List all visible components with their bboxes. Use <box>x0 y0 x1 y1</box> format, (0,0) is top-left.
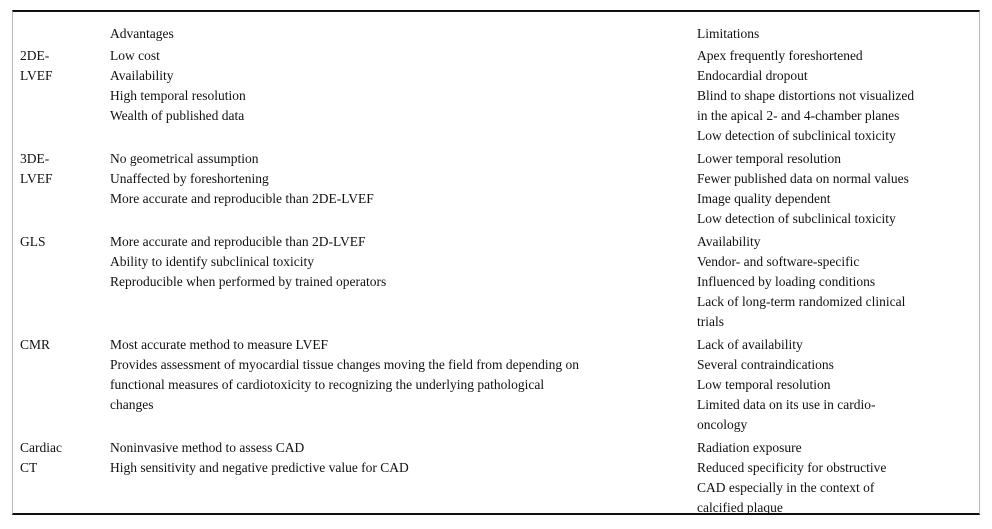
modality-label: Cardiac CT <box>20 440 62 475</box>
limitation-item: Limited data on its use in cardio- oncol… <box>697 397 876 432</box>
header-limitations: Limitations <box>697 26 760 41</box>
modality-label: 2DE- LVEF <box>20 48 53 83</box>
advantage-item: Low cost <box>110 48 160 63</box>
advantage-item: Noninvasive method to assess CAD <box>110 440 305 455</box>
advantage-item: High sensitivity and negative predictive… <box>110 460 409 475</box>
advantages-cell: Most accurate method to measure LVEF Prov… <box>110 335 697 415</box>
advantage-item: Provides assessment of myocardial tissue… <box>110 357 580 412</box>
modality-label: CMR <box>20 337 51 352</box>
limitation-item: Vendor- and software-specific <box>697 254 860 269</box>
limitation-item: Lack of availability <box>697 337 803 352</box>
advantages-cell: Noninvasive method to assess CAD High sen… <box>110 438 697 478</box>
limitation-item: Influenced by loading conditions <box>697 274 876 289</box>
limitation-item: Low temporal resolution <box>697 377 831 392</box>
modality-label: 3DE- LVEF <box>20 151 53 186</box>
table-row: CMR Most accurate method to measure LVEF… <box>13 335 979 438</box>
limitation-item: Lower temporal resolution <box>697 151 841 166</box>
header-advantages: Advantages <box>110 26 174 41</box>
advantage-item: More accurate and reproducible than 2DE-… <box>110 191 374 206</box>
advantage-item: Unaffected by foreshortening <box>110 171 269 186</box>
advantage-item: No geometrical assumption <box>110 151 259 166</box>
advantage-item: High temporal resolution <box>110 88 246 103</box>
table-row: Cardiac CT Noninvasive method to assess … <box>13 438 979 515</box>
limitation-item: Image quality dependent <box>697 191 831 206</box>
limitation-item: Lack of long-term randomized clinical tr… <box>697 294 906 329</box>
modalities-comparison-table: Advantages Limitations 2DE- LVEF Low cos… <box>12 10 980 515</box>
advantages-cell: More accurate and reproducible than 2D-L… <box>110 232 697 292</box>
modality-label: GLS <box>20 234 46 249</box>
limitation-item: Low detection of subclinical toxicity <box>697 128 896 143</box>
limitation-item: Apex frequently foreshortened <box>697 48 863 63</box>
limitation-item: Availability <box>697 234 761 249</box>
advantage-item: More accurate and reproducible than 2D-L… <box>110 234 366 249</box>
limitation-item: Low detection of subclinical toxicity <box>697 211 896 226</box>
advantage-item: Most accurate method to measure LVEF <box>110 337 329 352</box>
table-row: GLS More accurate and reproducible than … <box>13 232 979 335</box>
advantage-item: Ability to identify subclinical toxicity <box>110 254 314 269</box>
limitation-item: Reduced specificity for obstructive CAD … <box>697 460 887 515</box>
limitation-item: Blind to shape distortions not visualize… <box>697 88 915 123</box>
limitation-item: Fewer published data on normal values <box>697 171 909 186</box>
limitation-item: Endocardial dropout <box>697 68 808 83</box>
limitation-item: Radiation exposure <box>697 440 802 455</box>
advantage-item: Reproducible when performed by trained o… <box>110 274 387 289</box>
advantage-item: Availability <box>110 68 174 83</box>
table-header-row: Advantages Limitations <box>13 24 979 46</box>
limitation-item: Several contraindications <box>697 357 834 372</box>
advantage-item: Wealth of published data <box>110 108 245 123</box>
